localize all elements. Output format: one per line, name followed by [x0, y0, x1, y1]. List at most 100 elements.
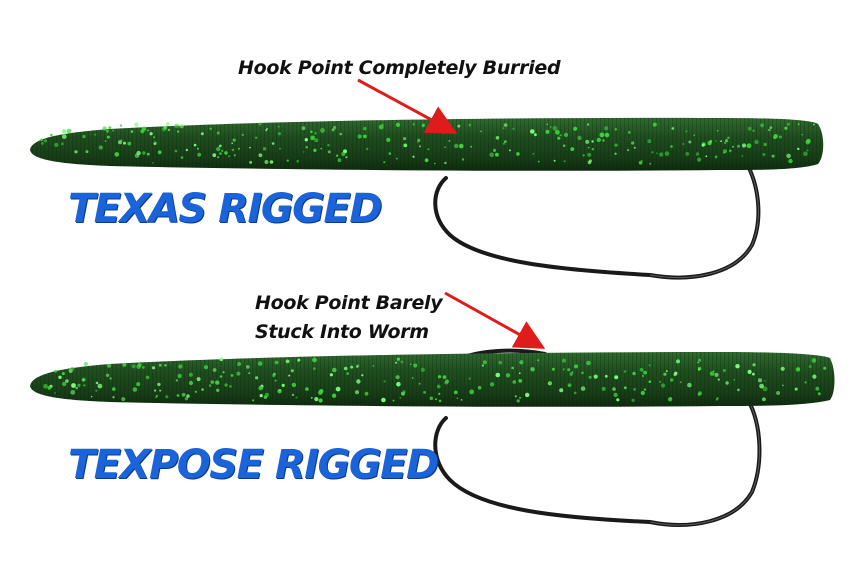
glitter-flake [470, 145, 473, 148]
glitter-flake [444, 161, 447, 165]
glitter-flake [591, 148, 594, 151]
glitter-flake [104, 140, 107, 142]
glitter-flake [288, 374, 291, 377]
glitter-flake [178, 364, 183, 369]
glitter-flake [118, 140, 122, 145]
glitter-flake [714, 155, 718, 159]
glitter-flake [716, 129, 719, 132]
glitter-flake [735, 364, 740, 369]
glitter-flake [221, 149, 224, 152]
glitter-flake [383, 380, 386, 383]
glitter-flake [505, 373, 511, 378]
glitter-flake [395, 157, 398, 160]
glitter-flake [109, 377, 112, 380]
glitter-flake [90, 395, 93, 398]
glitter-flake [417, 138, 421, 142]
glitter-flake [318, 390, 323, 395]
texpose-hook [433, 397, 762, 527]
glitter-flake [327, 144, 330, 147]
glitter-flake [392, 399, 395, 402]
glitter-flake [228, 155, 230, 158]
glitter-flake [444, 380, 449, 385]
glitter-flake [495, 136, 500, 140]
glitter-flake [217, 156, 220, 159]
glitter-flake [424, 158, 429, 163]
glitter-flake [643, 370, 647, 375]
glitter-flake [312, 357, 317, 363]
glitter-flake [396, 357, 400, 361]
glitter-flake [698, 391, 702, 396]
glitter-flake [174, 149, 178, 153]
glitter-flake [667, 397, 673, 402]
glitter-flake [663, 372, 667, 376]
glitter-flake [812, 374, 817, 379]
glitter-flake [222, 371, 225, 374]
glitter-flake [599, 132, 605, 138]
glitter-flake [184, 397, 188, 401]
glitter-flake [760, 123, 765, 128]
glitter-flake [58, 375, 62, 379]
glitter-flake [786, 122, 790, 126]
glitter-flake [648, 364, 651, 367]
glitter-flake [525, 392, 530, 398]
glitter-flake [444, 146, 447, 149]
glitter-flake [741, 155, 744, 157]
glitter-flake [782, 384, 784, 387]
glitter-flake [337, 158, 342, 163]
glitter-flake [331, 128, 335, 132]
glitter-flake [670, 378, 674, 382]
glitter-flake [269, 160, 274, 164]
glitter-flake [671, 127, 675, 130]
glitter-flake [70, 389, 76, 395]
glitter-flake [716, 397, 719, 400]
glitter-flake [563, 144, 566, 147]
glitter-flake [382, 123, 384, 126]
glitter-flake [725, 139, 729, 143]
glitter-flake [687, 382, 692, 388]
glitter-flake [145, 375, 150, 380]
glitter-flake [435, 398, 437, 401]
glitter-flake [555, 129, 560, 135]
glitter-flake [811, 358, 817, 363]
glitter-flake [752, 129, 755, 132]
glitter-flake [107, 363, 111, 368]
glitter-flake [341, 151, 346, 157]
glitter-flake [546, 123, 548, 126]
glitter-flake [448, 139, 451, 142]
glitter-flake [784, 126, 788, 130]
glitter-flake [519, 360, 524, 365]
glitter-flake [193, 143, 197, 147]
glitter-flake [698, 358, 701, 362]
glitter-flake [388, 152, 392, 155]
glitter-flake [249, 160, 253, 164]
glitter-flake [806, 138, 811, 144]
glitter-flake [106, 135, 110, 139]
glitter-flake [174, 123, 179, 129]
glitter-flake [769, 126, 773, 129]
glitter-flake [623, 386, 627, 390]
glitter-flake [201, 388, 204, 391]
glitter-flake [705, 155, 708, 158]
glitter-flake [285, 359, 290, 364]
glitter-flake [54, 142, 59, 147]
glitter-flake [403, 143, 408, 148]
glitter-flake [604, 126, 609, 131]
texpose-annotation-line-1: Hook Point Barely [255, 292, 443, 314]
glitter-flake [274, 379, 277, 382]
glitter-flake [215, 380, 220, 385]
glitter-flake [132, 387, 138, 392]
glitter-flake [409, 363, 412, 366]
glitter-flake [257, 361, 263, 366]
glitter-flake [631, 398, 635, 402]
glitter-flake [518, 372, 521, 375]
glitter-flake [763, 142, 767, 147]
glitter-flake [459, 143, 464, 149]
glitter-flake [516, 399, 520, 403]
glitter-flake [412, 123, 415, 126]
glitter-flake [180, 156, 184, 159]
glitter-flake [573, 126, 578, 131]
glitter-flake [395, 375, 400, 380]
glitter-flake [534, 133, 537, 137]
glitter-flake [272, 372, 276, 376]
glitter-flake [736, 144, 741, 148]
